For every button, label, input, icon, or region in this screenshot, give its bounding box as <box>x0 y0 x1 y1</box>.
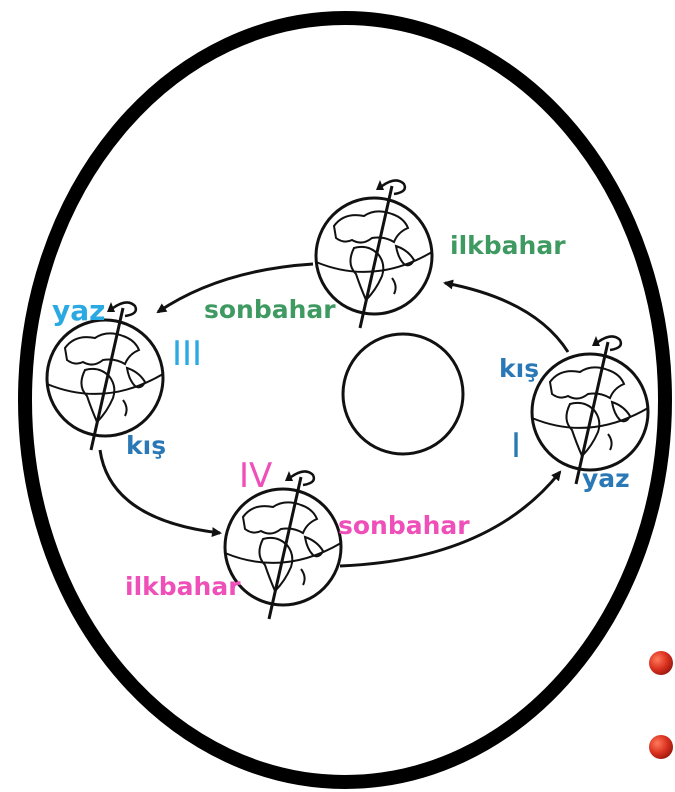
label-right-roman: I <box>511 426 522 466</box>
label-right-kis: kış <box>499 354 540 383</box>
label-bottom-ilkbahar: ilkbahar <box>125 572 241 601</box>
label-bottom-sonbahar: sonbahar <box>338 511 470 540</box>
label-top-ilkbahar: ilkbahar <box>450 231 566 260</box>
label-right-yaz: yaz <box>582 464 630 493</box>
orbit-arrow-right-to-top <box>443 279 570 353</box>
outer-oval <box>18 11 672 789</box>
label-bottom-roman: IV <box>239 456 273 496</box>
marker-dot-upper <box>649 651 673 675</box>
sun-circle <box>341 332 465 456</box>
globe-right <box>530 334 650 486</box>
label-left-kis: kış <box>126 431 167 460</box>
label-top-sonbahar: sonbahar <box>204 295 336 324</box>
orbit-arrow-bottom-to-right <box>339 470 562 568</box>
orbit-arrow-left-to-bottom <box>98 449 222 538</box>
orbit-arrow-top-to-left <box>156 262 314 314</box>
label-left-yaz: yaz <box>52 294 106 327</box>
marker-dot-lower <box>649 735 673 759</box>
label-left-roman: III <box>172 334 203 374</box>
